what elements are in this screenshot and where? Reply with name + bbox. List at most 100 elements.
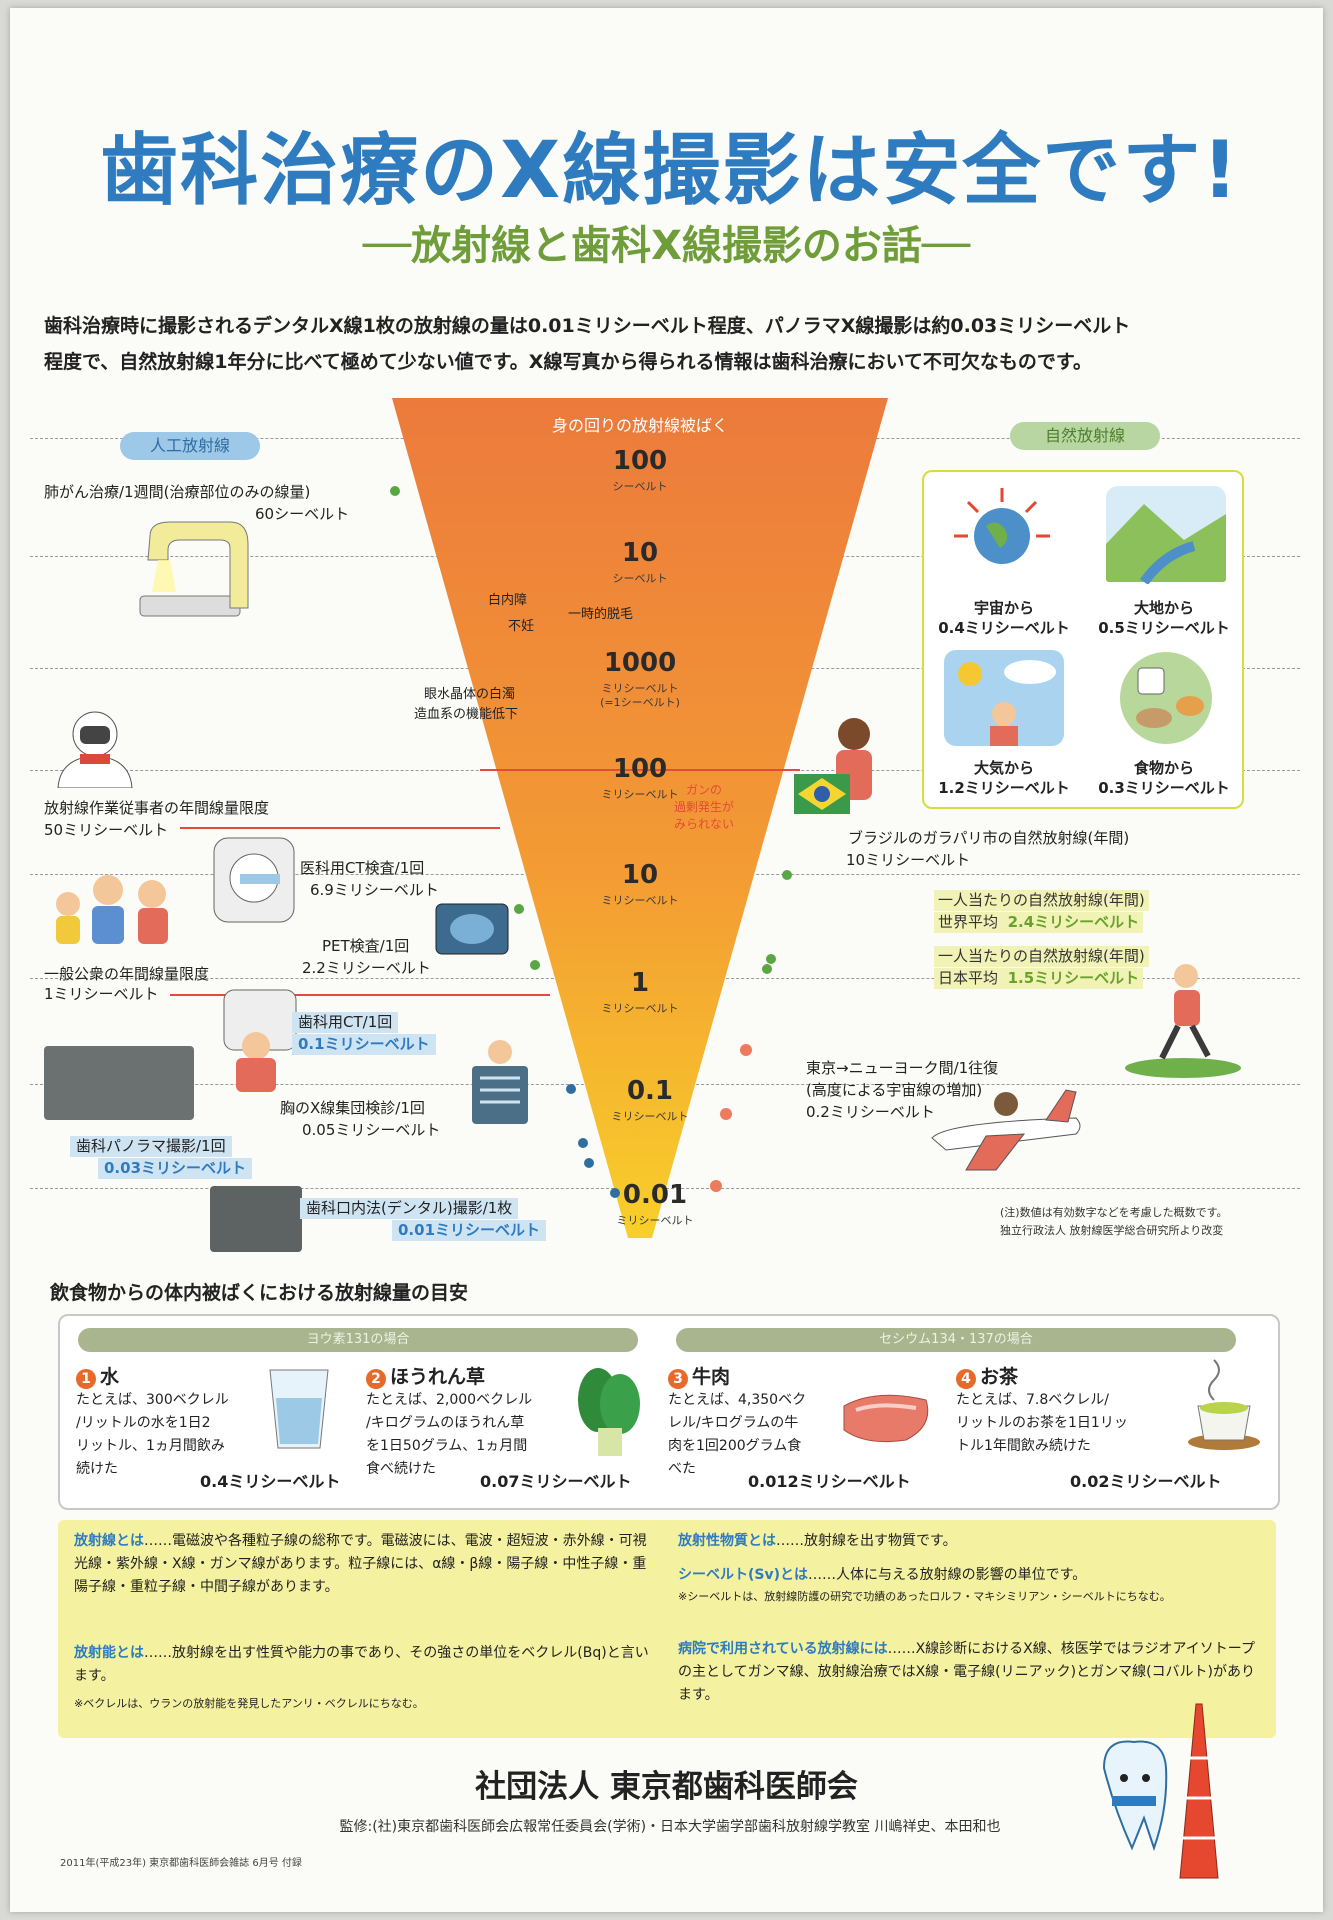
japan-label: 一人当たりの自然放射線(年間) xyxy=(934,946,1149,967)
marker-dot xyxy=(762,964,772,974)
chest-label: 胸のX線集団検診/1回 xyxy=(280,1099,425,1117)
marker-dot xyxy=(390,486,400,496)
protective-suit-worker-icon xyxy=(57,711,133,788)
ct-value: 6.9ミリシーベルト xyxy=(310,881,439,899)
panorama-label: 歯科パノラマ撮影/1回 xyxy=(70,1136,232,1157)
effect-hair-loss: 一時的脱毛 xyxy=(568,607,634,622)
ground-value: 0.5ミリシーベルト xyxy=(1098,619,1230,637)
lung-cancer-label: 肺がん治療/1週間(治療部位のみの線量) xyxy=(44,483,311,501)
dental-ct-label: 歯科用CT/1回 xyxy=(292,1012,399,1033)
spinach-text-2: /キログラムのほうれん草 xyxy=(366,1415,525,1431)
dental-xray-film-image xyxy=(210,1186,302,1252)
publication-footnote: 2011年(平成23年) 東京都歯科医師会雑誌 6月号 付録 xyxy=(60,1858,302,1869)
marker-dot xyxy=(578,1138,588,1148)
cesium-bar: セシウム134・137の場合 xyxy=(676,1328,1236,1352)
scale-10msv: 10 xyxy=(621,860,659,890)
poster: 歯科治療のX線撮影は安全です! ──放射線と歯科X線撮影のお話── 歯科治療時に… xyxy=(10,8,1323,1912)
tea-text-2: リットルのお茶を1日1リッ xyxy=(956,1415,1128,1431)
def-sievert-note: ※シーベルトは、放射線防護の研究で功績のあったロルフ・マキシミリアン・シーベルト… xyxy=(678,1588,1258,1605)
dental-value: 0.01ミリシーベルト xyxy=(392,1220,547,1241)
food-meal-icon xyxy=(1120,652,1212,744)
tooth-mascot-tower-icon xyxy=(1102,1703,1219,1879)
flight-label: 東京→ニューヨーク間/1往復 xyxy=(806,1059,999,1077)
japan-sub: 日本平均 1.5ミリシーベルト xyxy=(934,968,1144,989)
def-hospital: 病院で利用されている放射線には……X線診断におけるX線、核医学ではラジオアイソト… xyxy=(678,1638,1258,1707)
worker-value: 50ミリシーベルト xyxy=(44,821,169,839)
definitions-box: 放射線とは……電磁波や各種粒子線の総称です。電磁波には、電波・超短波・赤外線・可… xyxy=(58,1520,1276,1738)
public-arrow xyxy=(170,994,550,996)
panoramic-xray-image xyxy=(44,1046,194,1120)
page-title: 歯科治療のX線撮影は安全です! xyxy=(100,126,1240,216)
marker-dot xyxy=(720,1108,732,1120)
def-radiation-text: ……電磁波や各種粒子線の総称です。電磁波には、電波・超短波・赤外線・可視光線・紫… xyxy=(74,1533,647,1595)
def-activity-note: ※ベクレルは、ウランの放射能を発見したアンリ・ベクレルにちなむ。 xyxy=(74,1692,654,1715)
world-sub-text: 世界平均 xyxy=(938,913,999,931)
world-sub: 世界平均 2.4ミリシーベルト xyxy=(934,912,1144,933)
tea-cup-icon xyxy=(1188,1359,1260,1450)
beef-num: 3 xyxy=(668,1369,688,1389)
beef-text-1: たとえば、4,350ベク xyxy=(668,1392,807,1408)
tea-num: 4 xyxy=(956,1369,976,1389)
world-label: 一人当たりの自然放射線(年間) xyxy=(934,890,1149,911)
beef-steak-icon xyxy=(843,1394,929,1443)
def-hospital-text: ……X線診断におけるX線、核医学ではラジオアイソトープの主としてガンマ線、放射線… xyxy=(678,1641,1256,1703)
dental-ct-icon xyxy=(223,989,297,1092)
def-material-text: ……放射線を出す物質です。 xyxy=(776,1533,957,1549)
pet-label: PET検査/1回 xyxy=(322,937,410,955)
air-label: 大気から xyxy=(973,759,1034,777)
marker-dot xyxy=(514,904,524,914)
chest-xray-icon xyxy=(472,1040,528,1124)
radiotherapy-machine-icon xyxy=(139,521,249,617)
beef-name: 牛肉 xyxy=(692,1366,731,1388)
beef-result: 0.012ミリシーベルト xyxy=(748,1472,911,1491)
tea-text-3: トル1年間飲み続けた xyxy=(956,1438,1091,1454)
water-text-2: /リットルの水を1日2 xyxy=(76,1415,211,1431)
spinach-result: 0.07ミリシーベルト xyxy=(480,1472,632,1491)
marker-dot xyxy=(530,960,540,970)
organization-name: 社団法人 東京都歯科医師会 xyxy=(475,1769,858,1805)
marker-dot xyxy=(782,870,792,880)
public-value: 1ミリシーベルト xyxy=(44,985,159,1003)
natural-tag: 自然放射線 xyxy=(1010,422,1160,450)
def-material-key: 放射性物質とは xyxy=(678,1533,776,1549)
artificial-tag: 人工放射線 xyxy=(120,432,260,460)
intro-line-1: 歯科治療時に撮影されるデンタルX線1枚の放射線の量は0.01ミリシーベルト程度、… xyxy=(44,315,1131,337)
beef-text-3: 肉を1回200グラム食 xyxy=(668,1438,802,1454)
worker-label: 放射線作業従事者の年間線量限度 xyxy=(44,799,270,817)
marker-dot xyxy=(584,1158,594,1168)
effect-sterility: 不妊 xyxy=(508,619,535,634)
tea-text-1: たとえば、7.8ベクレル/ xyxy=(956,1392,1109,1408)
def-activity-note-text: ※ベクレルは、ウランの放射能を発見したアンリ・ベクレルにちなむ。 xyxy=(74,1697,424,1710)
air-value: 1.2ミリシーベルト xyxy=(938,779,1070,797)
tea-result: 0.02ミリシーベルト xyxy=(1070,1472,1222,1491)
airplane-icon xyxy=(931,1089,1081,1171)
iodine-bar: ヨウ素131の場合 xyxy=(78,1328,638,1352)
family-icon xyxy=(56,875,168,944)
funnel-header: 身の回りの放射線被ばく xyxy=(551,416,728,435)
marker-dot xyxy=(710,1180,722,1192)
food-heading: 飲食物からの体内被ばくにおける放射線量の目安 xyxy=(50,1282,469,1304)
def-radiation: 放射線とは……電磁波や各種粒子線の総称です。電磁波には、電波・超短波・赤外線・可… xyxy=(74,1530,654,1599)
food-src-value: 0.3ミリシーベルト xyxy=(1098,779,1230,797)
panorama-value: 0.03ミリシーベルト xyxy=(98,1158,253,1179)
chart-note-1: (注)数値は有効数字などを考慮した概数です。 xyxy=(1000,1206,1228,1219)
effect-hemato: 造血系の機能低下 xyxy=(414,707,519,722)
flight-sub: (高度による宇宙線の増加) xyxy=(806,1081,983,1099)
scale-100msv: 100 xyxy=(612,754,668,784)
scale-001msv-unit: ミリシーベルト xyxy=(616,1214,694,1227)
marker-dot xyxy=(610,1188,620,1198)
chart-note-2: 独立行政法人 放射線医学総合研究所より改変 xyxy=(1000,1224,1224,1237)
page-subtitle: ──放射線と歯科X線撮影のお話── xyxy=(362,223,971,269)
scale-10msv-unit: ミリシーベルト xyxy=(601,894,679,907)
effect-lens: 眼水晶体の白濁 xyxy=(424,687,516,702)
spinach-icon xyxy=(578,1368,640,1456)
water-name: 水 xyxy=(100,1366,120,1388)
def-material: 放射性物質とは……放射線を出す物質です。 xyxy=(678,1530,1258,1553)
marker-dot xyxy=(566,1084,576,1094)
japan-sub-text: 日本平均 xyxy=(938,969,999,987)
